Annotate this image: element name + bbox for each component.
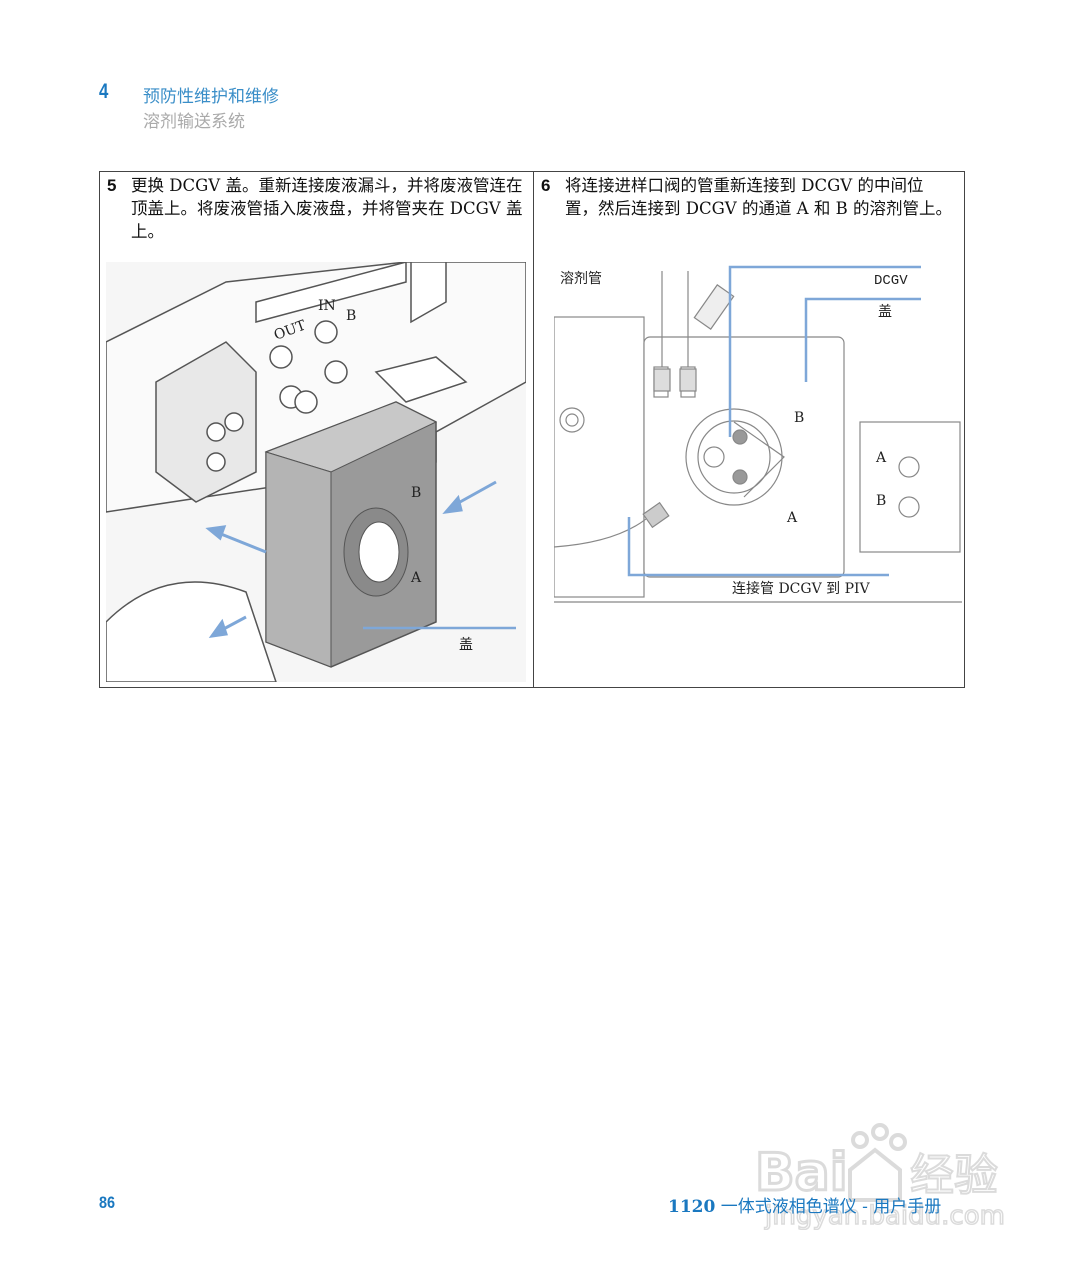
- callout-cover: 盖: [459, 637, 473, 653]
- side-a-label: A: [875, 450, 887, 466]
- step-text: 更换 DCGV 盖。重新连接废液漏斗，并将废液管连在顶盖上。将废液管插入废液盘，…: [131, 176, 523, 241]
- steps-table: 5 更换 DCGV 盖。重新连接废液漏斗，并将废液管连在顶盖上。将废液管插入废液…: [99, 171, 965, 688]
- step-6-cell: 6 将连接进样口阀的管重新连接到 DCGV 的中间位置，然后连接到 DCGV 的…: [534, 172, 965, 687]
- column-divider: [533, 172, 534, 687]
- page-number: 86: [99, 1193, 116, 1212]
- port-a-label: A: [786, 510, 798, 526]
- side-b-label: B: [876, 493, 886, 509]
- footer-manual-title: 1120 一体式液相色谱仪 - 用户手册: [668, 1192, 941, 1217]
- chapter-title: 预防性维护和维修: [143, 87, 279, 107]
- footer-title-text: 一体式液相色谱仪 - 用户手册: [720, 1197, 942, 1217]
- footer-model: 1120: [668, 1197, 716, 1217]
- callout-solvent-tube: 溶剂管: [560, 271, 602, 287]
- port-b-label: B: [794, 410, 804, 426]
- baidu-watermark-logo: Bai 经验 jingyan.baidu.com: [754, 1123, 1006, 1230]
- label-in: IN: [318, 298, 336, 314]
- step-6-figure: B A A B 溶剂管 DCGV 盖 连接管 DCGV 到 PIV: [554, 265, 962, 603]
- svg-text:jingyan.baidu.com: jingyan.baidu.com: [764, 1201, 1005, 1230]
- cover-label-b: B: [411, 485, 421, 501]
- cover-label-a: A: [410, 570, 422, 586]
- section-title: 溶剂输送系统: [143, 112, 245, 132]
- callout-connect-tube: 连接管 DCGV 到 PIV: [732, 580, 871, 597]
- step-number: 5: [107, 176, 117, 195]
- svg-text:Bai: Bai: [755, 1143, 848, 1203]
- step-number: 6: [541, 176, 551, 195]
- step-text: 将连接进样口阀的管重新连接到 DCGV 的中间位置，然后连接到 DCGV 的通道…: [565, 176, 952, 218]
- callout-dcgv: DCGV: [874, 273, 908, 289]
- chapter-number: 4: [99, 80, 109, 103]
- label-port-b: B: [346, 308, 356, 324]
- svg-text:经验: 经验: [910, 1150, 998, 1201]
- step-5-cell: 5 更换 DCGV 盖。重新连接废液漏斗，并将废液管连在顶盖上。将废液管插入废液…: [100, 172, 533, 687]
- step-5-figure: OUT IN B B A 盖: [106, 262, 526, 682]
- callout-cover: 盖: [878, 304, 892, 320]
